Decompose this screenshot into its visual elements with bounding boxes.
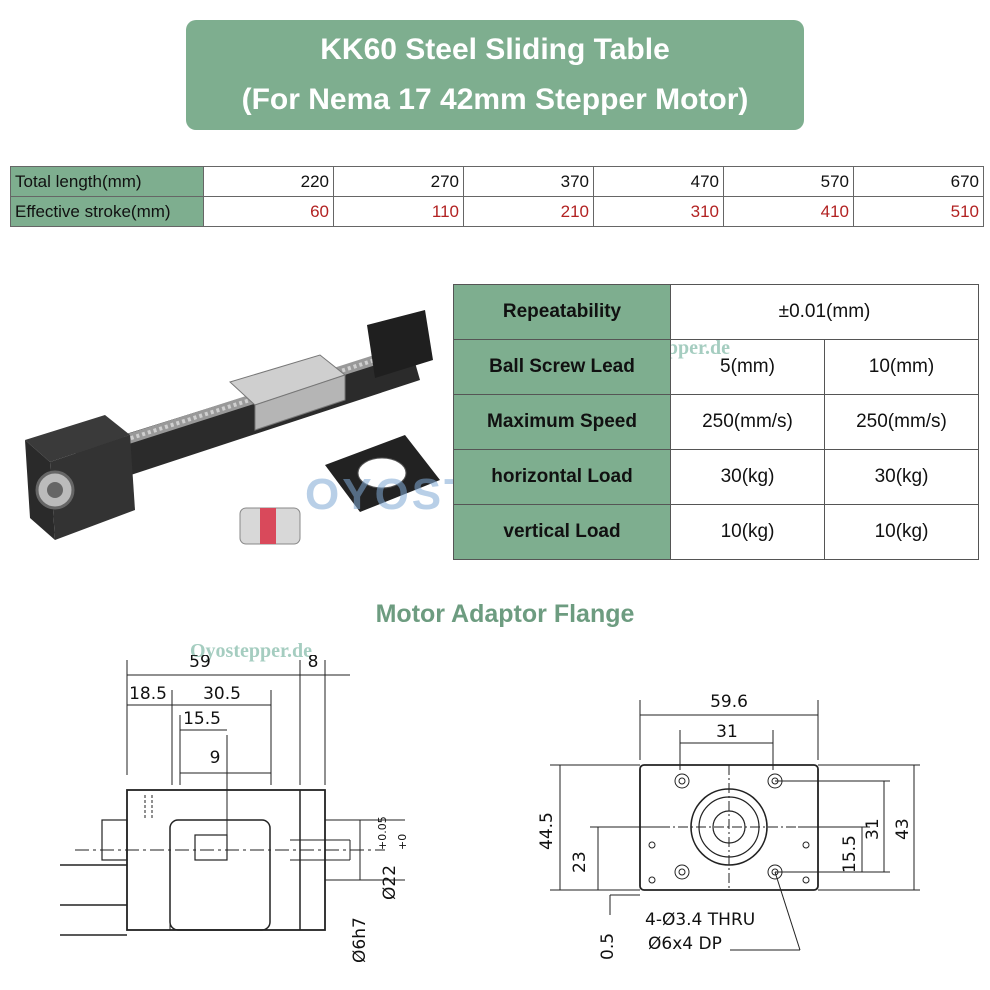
dim-18-5: 18.5 (129, 684, 167, 704)
front-view-drawing: 59.6 31 44.5 23 0.5 15.5 31 43 4-Ø3.4 TH… (537, 692, 920, 960)
spec-label-vertical-load: vertical Load (453, 504, 671, 560)
dim-15-5-front: 15.5 (840, 835, 860, 873)
table-row: Total length(mm) 220 270 370 470 570 670 (10, 166, 984, 197)
table-cell: 470 (593, 166, 724, 197)
spec-label-repeatability: Repeatability (453, 284, 671, 340)
dim-30-5: 30.5 (203, 684, 241, 704)
table-row: horizontal Load 30(kg) 30(kg) (453, 449, 979, 505)
table-cell: 30(kg) (670, 449, 825, 505)
table-row: vertical Load 10(kg) 10(kg) (453, 504, 979, 560)
table-cell: 410 (723, 196, 854, 227)
table-cell: 250(mm/s) (670, 394, 825, 450)
length-table: Total length(mm) 220 270 370 470 570 670… (10, 166, 984, 227)
table-cell: 30(kg) (824, 449, 979, 505)
table-row: Repeatability ±0.01(mm) (453, 284, 979, 340)
dim-shaft: Ø6h7 (350, 917, 370, 963)
title-banner: KK60 Steel Sliding Table (For Nema 17 42… (186, 20, 804, 130)
row-label-effective-stroke: Effective stroke(mm) (10, 196, 204, 227)
dim-43: 43 (893, 818, 913, 840)
dim-59: 59 (189, 655, 211, 672)
table-cell: 250(mm/s) (824, 394, 979, 450)
table-cell: 370 (463, 166, 594, 197)
dim-44-5: 44.5 (537, 812, 557, 850)
dim-tol-lower: +0 (396, 834, 409, 850)
table-cell: 220 (203, 166, 334, 197)
table-cell: 270 (333, 166, 464, 197)
table-row: Ball Screw Lead 5(mm) 10(mm) (453, 339, 979, 395)
table-cell: 5(mm) (670, 339, 825, 395)
dim-bore: Ø22 (380, 865, 400, 900)
dim-31-side: 31 (863, 818, 883, 840)
table-row: Maximum Speed 250(mm/s) 250(mm/s) (453, 394, 979, 450)
dim-tol-upper: +0.05 (376, 816, 389, 850)
title-line-2: (For Nema 17 42mm Stepper Motor) (241, 83, 749, 116)
table-row: Effective stroke(mm) 60 110 210 310 410 … (10, 196, 984, 227)
dim-59-6: 59.6 (710, 692, 748, 712)
table-cell: 510 (853, 196, 984, 227)
table-cell: 670 (853, 166, 984, 197)
spec-label-horizontal-load: horizontal Load (453, 449, 671, 505)
product-image (25, 310, 440, 545)
row-label-total-length: Total length(mm) (10, 166, 204, 197)
table-cell: 110 (333, 196, 464, 227)
dim-8: 8 (308, 655, 319, 672)
dim-9: 9 (210, 748, 221, 768)
side-view-drawing: 59 8 18.5 30.5 15.5 9 Ø22 +0.05 +0 Ø6h7 (60, 655, 409, 963)
dim-31-top: 31 (716, 722, 738, 742)
table-cell: 10(kg) (670, 504, 825, 560)
hole-note-line-1: 4-Ø3.4 THRU (645, 910, 755, 930)
spec-label-max-speed: Maximum Speed (453, 394, 671, 450)
section-title: Motor Adaptor Flange (375, 600, 635, 628)
table-cell: 310 (593, 196, 724, 227)
spec-label-ball-screw-lead: Ball Screw Lead (453, 339, 671, 395)
title-line-1: KK60 Steel Sliding Table (320, 33, 670, 66)
table-cell: 60 (203, 196, 334, 227)
spec-value-repeatability: ±0.01(mm) (670, 284, 979, 340)
dim-15-5: 15.5 (183, 709, 221, 729)
table-cell: 570 (723, 166, 854, 197)
table-cell: 210 (463, 196, 594, 227)
hole-note-line-2: Ø6x4 DP (648, 934, 722, 954)
table-cell: 10(kg) (824, 504, 979, 560)
watermark-site-2: Oyostepper.de (190, 640, 313, 662)
spec-table: Repeatability ±0.01(mm) Ball Screw Lead … (453, 284, 979, 560)
dim-0-5: 0.5 (598, 933, 618, 960)
table-cell: 10(mm) (824, 339, 979, 395)
dim-23: 23 (570, 851, 590, 873)
